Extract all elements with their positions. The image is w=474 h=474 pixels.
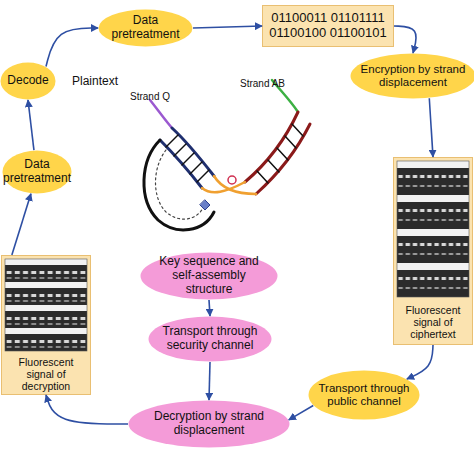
quencher-symbol bbox=[200, 200, 210, 210]
ellipse-shape bbox=[1, 63, 56, 100]
node-text: 01100011 01101111 01100100 01100101 bbox=[267, 11, 389, 41]
ellipse-shape bbox=[99, 10, 193, 47]
process-ellipse: Encryption by strand displacement bbox=[350, 53, 474, 99]
signal-box: Fluorescent signal of ciphertext bbox=[393, 157, 473, 345]
node-text: Data pretreatment bbox=[3, 158, 71, 186]
base-pair bbox=[197, 170, 209, 182]
dna-loop bbox=[144, 140, 214, 230]
dna-strand bbox=[245, 112, 298, 182]
ellipse-shape bbox=[129, 401, 290, 448]
binary-box: 01100011 01101111 01100100 01100101 bbox=[262, 5, 394, 47]
flow-arrow bbox=[12, 194, 31, 255]
signal-box: Fluorescent signal of decryption bbox=[1, 255, 91, 395]
process-ellipse: Data pretreatment bbox=[98, 9, 193, 47]
flow-arrow bbox=[28, 100, 34, 150]
strand-label: Strand AB bbox=[240, 78, 285, 89]
strand-q bbox=[150, 100, 172, 128]
base-pair bbox=[190, 162, 202, 174]
dna-strand bbox=[256, 124, 310, 194]
base-pair bbox=[268, 160, 279, 172]
node-text: Fluorescent signal of decryption bbox=[4, 356, 88, 392]
fluorophore-symbol bbox=[228, 176, 236, 184]
flow-arrow bbox=[394, 26, 416, 53]
flow-arrow bbox=[209, 300, 210, 316]
flow-arrow bbox=[289, 406, 313, 420]
dna-strand bbox=[214, 176, 256, 194]
base-pair bbox=[166, 135, 178, 147]
base-pair bbox=[277, 148, 288, 160]
node-text: Key sequence and self-assembly structure bbox=[150, 255, 268, 296]
dna-strand bbox=[160, 140, 202, 188]
flow-arrow bbox=[193, 26, 262, 28]
dna-strand bbox=[172, 128, 214, 176]
key-ellipse: Key sequence and self-assembly structure bbox=[140, 252, 278, 300]
process-ellipse: Decode bbox=[0, 62, 56, 100]
key-ellipse: Decryption by strand displacement bbox=[128, 400, 290, 448]
key-ellipse: Transport through security channel bbox=[148, 316, 272, 362]
dna-strand bbox=[202, 182, 245, 192]
process-ellipse: Data pretreatment bbox=[2, 150, 72, 194]
ellipse-shape bbox=[309, 371, 420, 420]
node-text: Data pretreatment bbox=[104, 14, 187, 42]
flow-arrow bbox=[46, 395, 128, 424]
dna-loop bbox=[156, 150, 205, 219]
ellipse-shape bbox=[149, 317, 272, 362]
ellipse-shape bbox=[3, 151, 72, 194]
node-text: Decode bbox=[7, 74, 48, 88]
ellipse-shape bbox=[351, 54, 474, 99]
base-pair bbox=[285, 136, 296, 148]
strand-label: Strand Q bbox=[130, 91, 170, 102]
base-pair bbox=[182, 153, 194, 165]
flow-arrow bbox=[46, 28, 98, 66]
node-text: Fluorescent signal of ciphertext bbox=[396, 304, 470, 340]
node-text: Transport through security channel bbox=[158, 325, 262, 353]
base-pair bbox=[257, 171, 268, 183]
flow-arrow bbox=[429, 98, 433, 157]
flow-arrow bbox=[209, 362, 210, 400]
flow-arrow bbox=[407, 345, 433, 379]
ellipse-shape bbox=[141, 253, 278, 300]
node-text: Encryption by strand displacement bbox=[356, 63, 470, 89]
base-pair bbox=[174, 144, 186, 156]
node-text: Decryption by strand displacement bbox=[142, 410, 276, 438]
plaintext-label: Plaintext bbox=[72, 74, 118, 88]
node-text: Transport through public channel bbox=[316, 382, 412, 408]
process-ellipse: Transport through public channel bbox=[308, 370, 420, 420]
base-pair bbox=[292, 124, 303, 136]
